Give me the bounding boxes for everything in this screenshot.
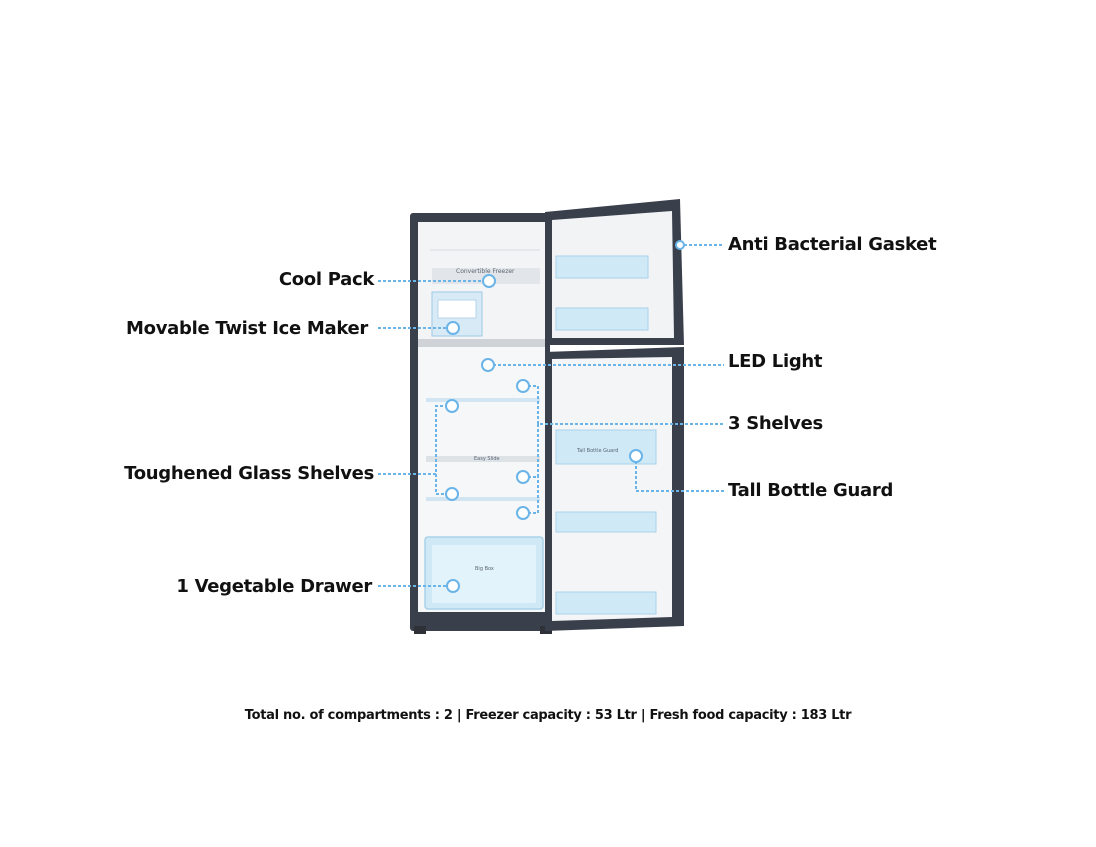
marker-bottle-guard (629, 449, 643, 463)
bottle-guard-tag-label: Tall Bottle Guard (576, 448, 618, 454)
shelf-tag-label: Easy Slide (474, 456, 500, 462)
callout-3-shelves: 3 Shelves (728, 413, 823, 434)
marker-shelf-1 (516, 379, 530, 393)
leader-glass-shelves-top (378, 405, 452, 475)
callout-markers (445, 240, 685, 593)
marker-glass-shelf-2 (445, 487, 459, 501)
freezer-panel-label: Convertible Freezer (456, 268, 515, 275)
marker-gasket (675, 240, 685, 250)
drawer-tag-label: Big Box (475, 566, 494, 572)
callout-toughened-glass-shelves: Toughened Glass Shelves (124, 463, 374, 484)
marker-glass-shelf-1 (445, 399, 459, 413)
marker-led (481, 358, 495, 372)
marker-cool-pack (482, 274, 496, 288)
capacity-footer: Total no. of compartments : 2 | Freezer … (244, 708, 852, 723)
callout-cool-pack: Cool Pack (278, 269, 374, 290)
open-doors (545, 199, 684, 631)
callout-anti-bacterial-gasket: Anti Bacterial Gasket (728, 234, 937, 255)
marker-ice-maker (446, 321, 460, 335)
leader-bottle-guard (635, 456, 724, 492)
callout-tall-bottle-guard: Tall Bottle Guard (728, 480, 894, 501)
marker-drawer (446, 579, 460, 593)
marker-shelf-2 (516, 470, 530, 484)
callout-led-light: LED Light (728, 351, 823, 372)
leader-3-shelves (523, 385, 724, 425)
callout-movable-twist-ice-maker: Movable Twist Ice Maker (126, 318, 368, 339)
marker-shelf-3 (516, 506, 530, 520)
callout-vegetable-drawer: 1 Vegetable Drawer (176, 576, 372, 597)
